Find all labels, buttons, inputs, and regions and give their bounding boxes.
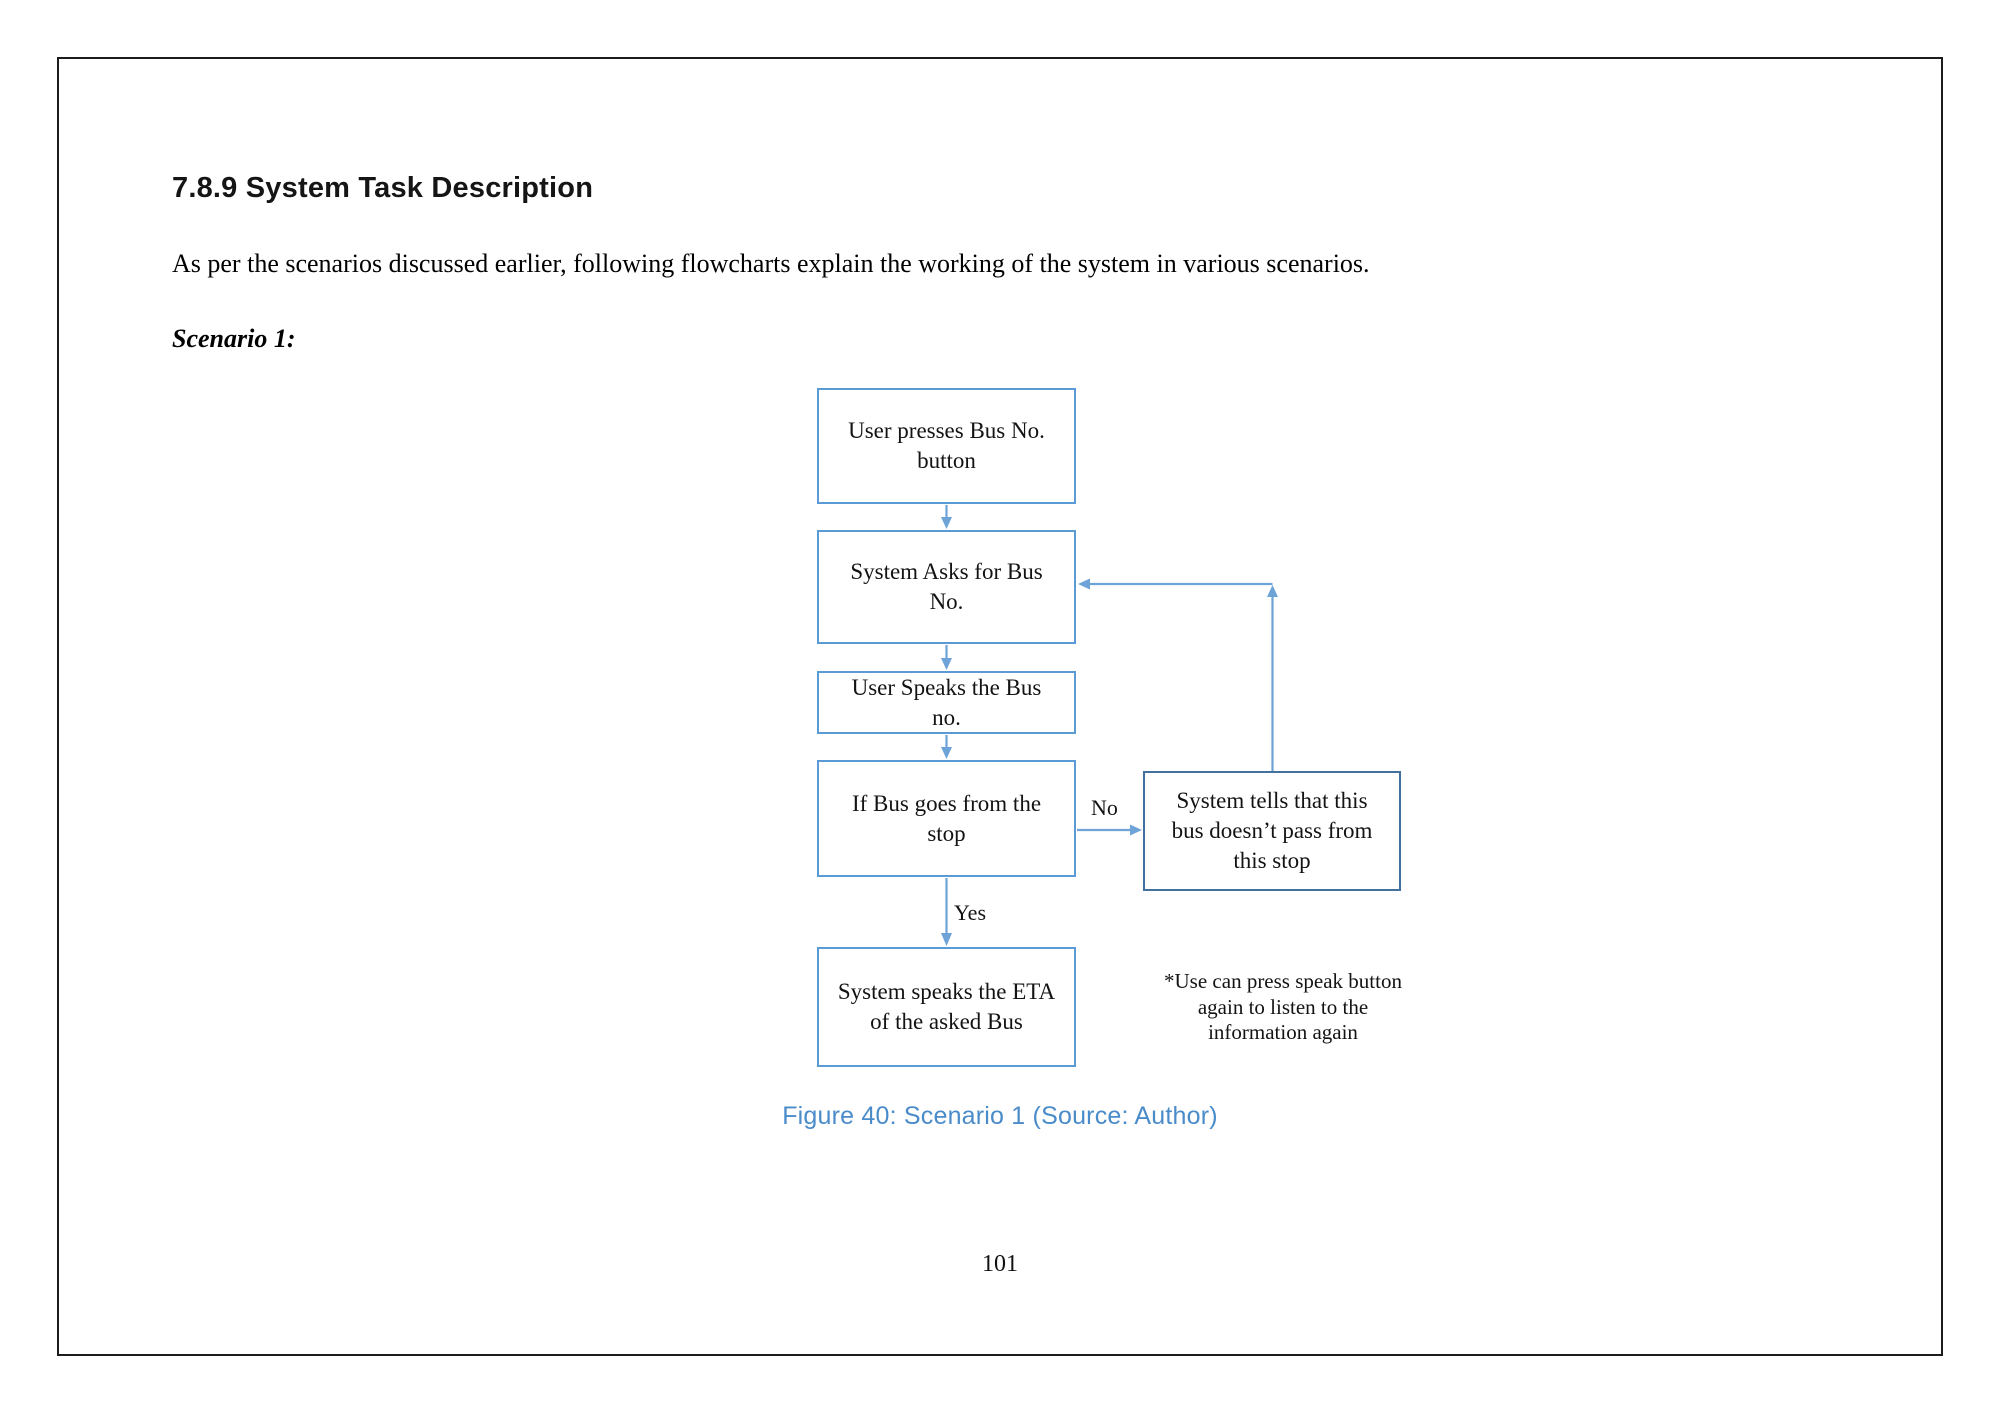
flow-node-system-tells-no-pass: System tells that this bus doesn’t pass … xyxy=(1143,771,1401,891)
flowchart-footnote: *Use can press speak button again to lis… xyxy=(1164,969,1402,1045)
flow-node-bus-goes-decision: If Bus goes from the stop xyxy=(817,760,1076,877)
flow-node-system-speaks-eta: System speaks the ETA of the asked Bus xyxy=(817,947,1076,1067)
edge-label-yes: Yes xyxy=(954,900,987,925)
scenario-label: Scenario 1: xyxy=(172,324,296,353)
flow-node-system-asks: System Asks for Bus No. xyxy=(817,530,1076,644)
flow-node-user-presses: User presses Bus No. button xyxy=(817,388,1076,504)
flow-node-user-speaks: User Speaks the Bus no. xyxy=(817,671,1076,734)
section-heading: 7.8.9 System Task Description xyxy=(172,172,594,204)
intro-paragraph: As per the scenarios discussed earlier, … xyxy=(172,249,1370,278)
edge-label-no: No xyxy=(1091,795,1118,820)
figure-caption: Figure 40: Scenario 1 (Source: Author) xyxy=(782,1102,1218,1130)
page-number: 101 xyxy=(982,1251,1018,1277)
